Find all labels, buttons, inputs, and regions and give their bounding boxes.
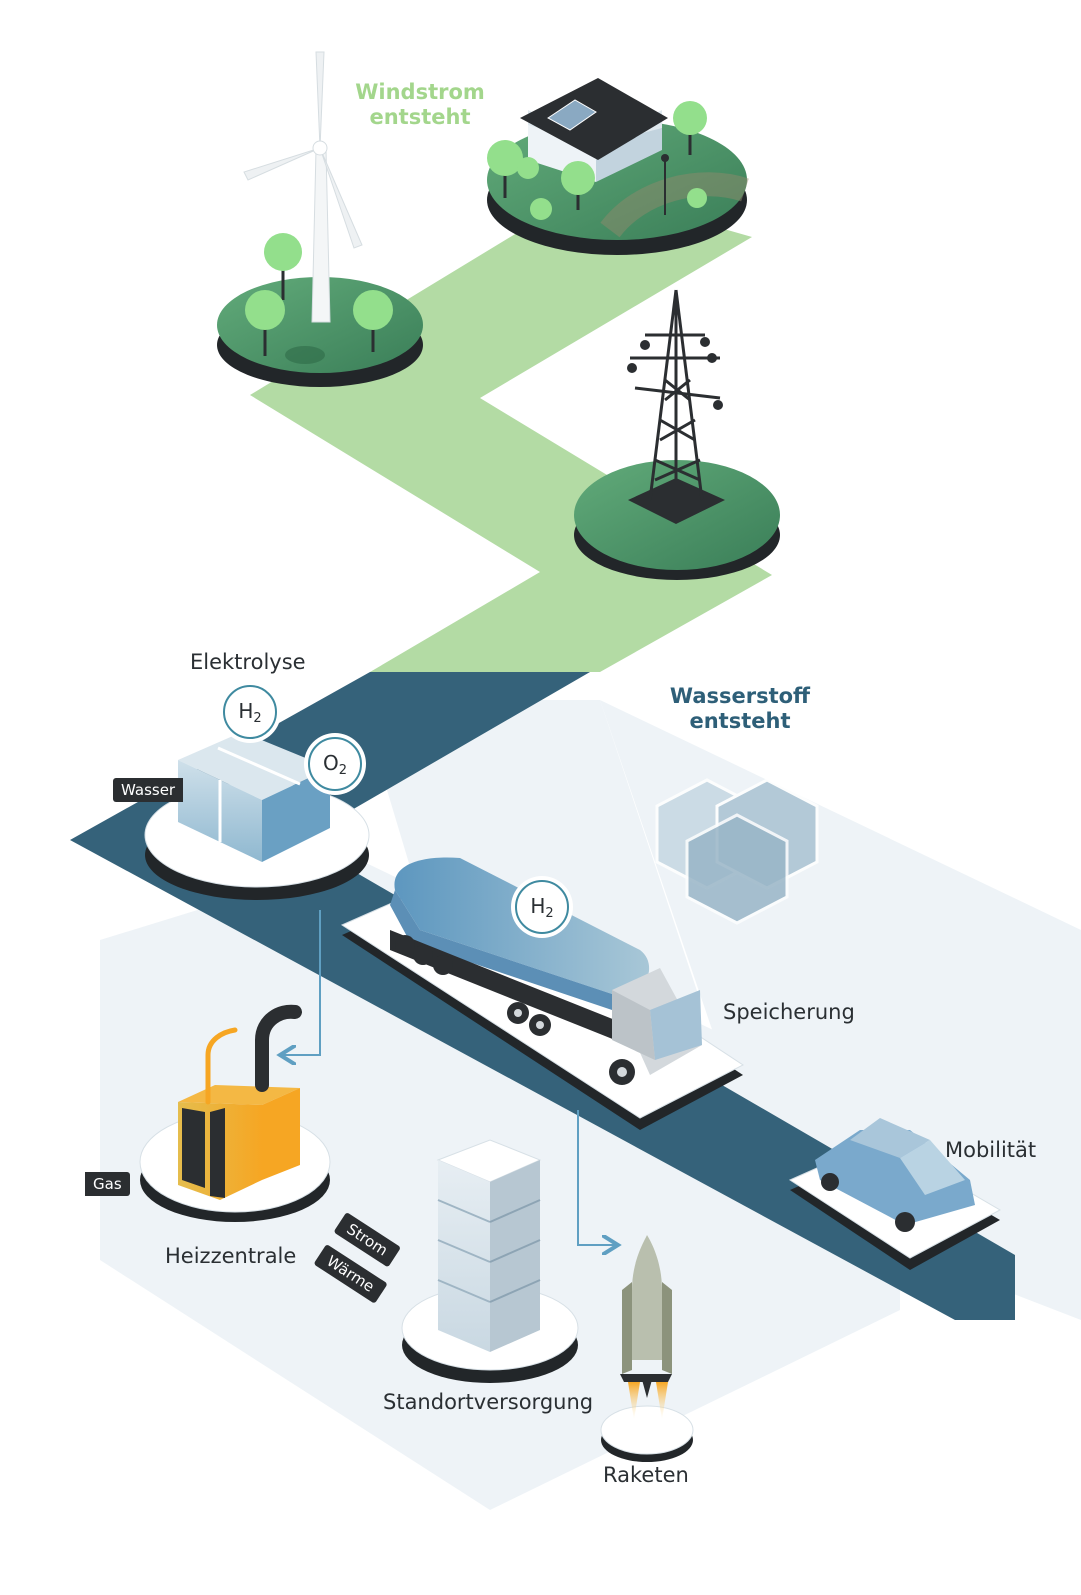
hydrogen-hexagon-icon bbox=[655, 778, 819, 925]
label-heizzentrale: Heizzentrale bbox=[165, 1244, 297, 1268]
electrolyser-icon bbox=[178, 732, 330, 800]
heating-plant-icon bbox=[178, 1004, 302, 1200]
car-icon bbox=[815, 1118, 975, 1232]
label-standortversorgung: Standortversorgung bbox=[383, 1390, 594, 1414]
pylon-island bbox=[574, 289, 780, 580]
solar-panel-icon bbox=[547, 99, 597, 131]
tag-gas: Gas bbox=[85, 1172, 130, 1196]
electrolysis-island bbox=[144, 732, 370, 900]
rocket-island bbox=[600, 1235, 694, 1462]
o2-symbol: O bbox=[322, 751, 339, 775]
o2-badge-electrolysis: O2 bbox=[308, 737, 362, 791]
h2-subscript: 2 bbox=[545, 906, 554, 921]
tag-wasser: Wasser bbox=[113, 778, 184, 802]
h2-subscript: 2 bbox=[253, 711, 262, 726]
power-pylon-icon bbox=[630, 289, 721, 515]
house-island bbox=[487, 78, 749, 255]
label-raketen: Raketen bbox=[603, 1463, 689, 1487]
o2-subscript: 2 bbox=[338, 763, 348, 778]
truck-platform bbox=[340, 857, 744, 1130]
label-speicherung: Speicherung bbox=[723, 1000, 855, 1024]
building-island bbox=[401, 1139, 579, 1383]
label-elektrolyse: Elektrolyse bbox=[190, 650, 306, 674]
label-mobilitaet: Mobilität bbox=[945, 1138, 1037, 1162]
tanker-truck-icon bbox=[390, 857, 702, 1085]
car-platform bbox=[788, 1118, 1002, 1270]
wind-turbine-icon bbox=[311, 149, 331, 323]
h2-badge-truck: H2 bbox=[515, 880, 569, 934]
h2-symbol: H bbox=[238, 699, 254, 723]
wind-island bbox=[217, 51, 423, 387]
heading-wasserstoff: Wasserstoff entsteht bbox=[669, 684, 811, 733]
office-building-icon bbox=[436, 1139, 542, 1352]
rocket-icon bbox=[620, 1235, 672, 1420]
flow-arrows bbox=[282, 910, 616, 1245]
heading-windstrom: Windstrom entsteht bbox=[355, 80, 485, 129]
h2-symbol: H bbox=[530, 894, 546, 918]
heating-plant-island bbox=[139, 1004, 331, 1222]
h2-badge-electrolysis: H2 bbox=[223, 685, 277, 739]
